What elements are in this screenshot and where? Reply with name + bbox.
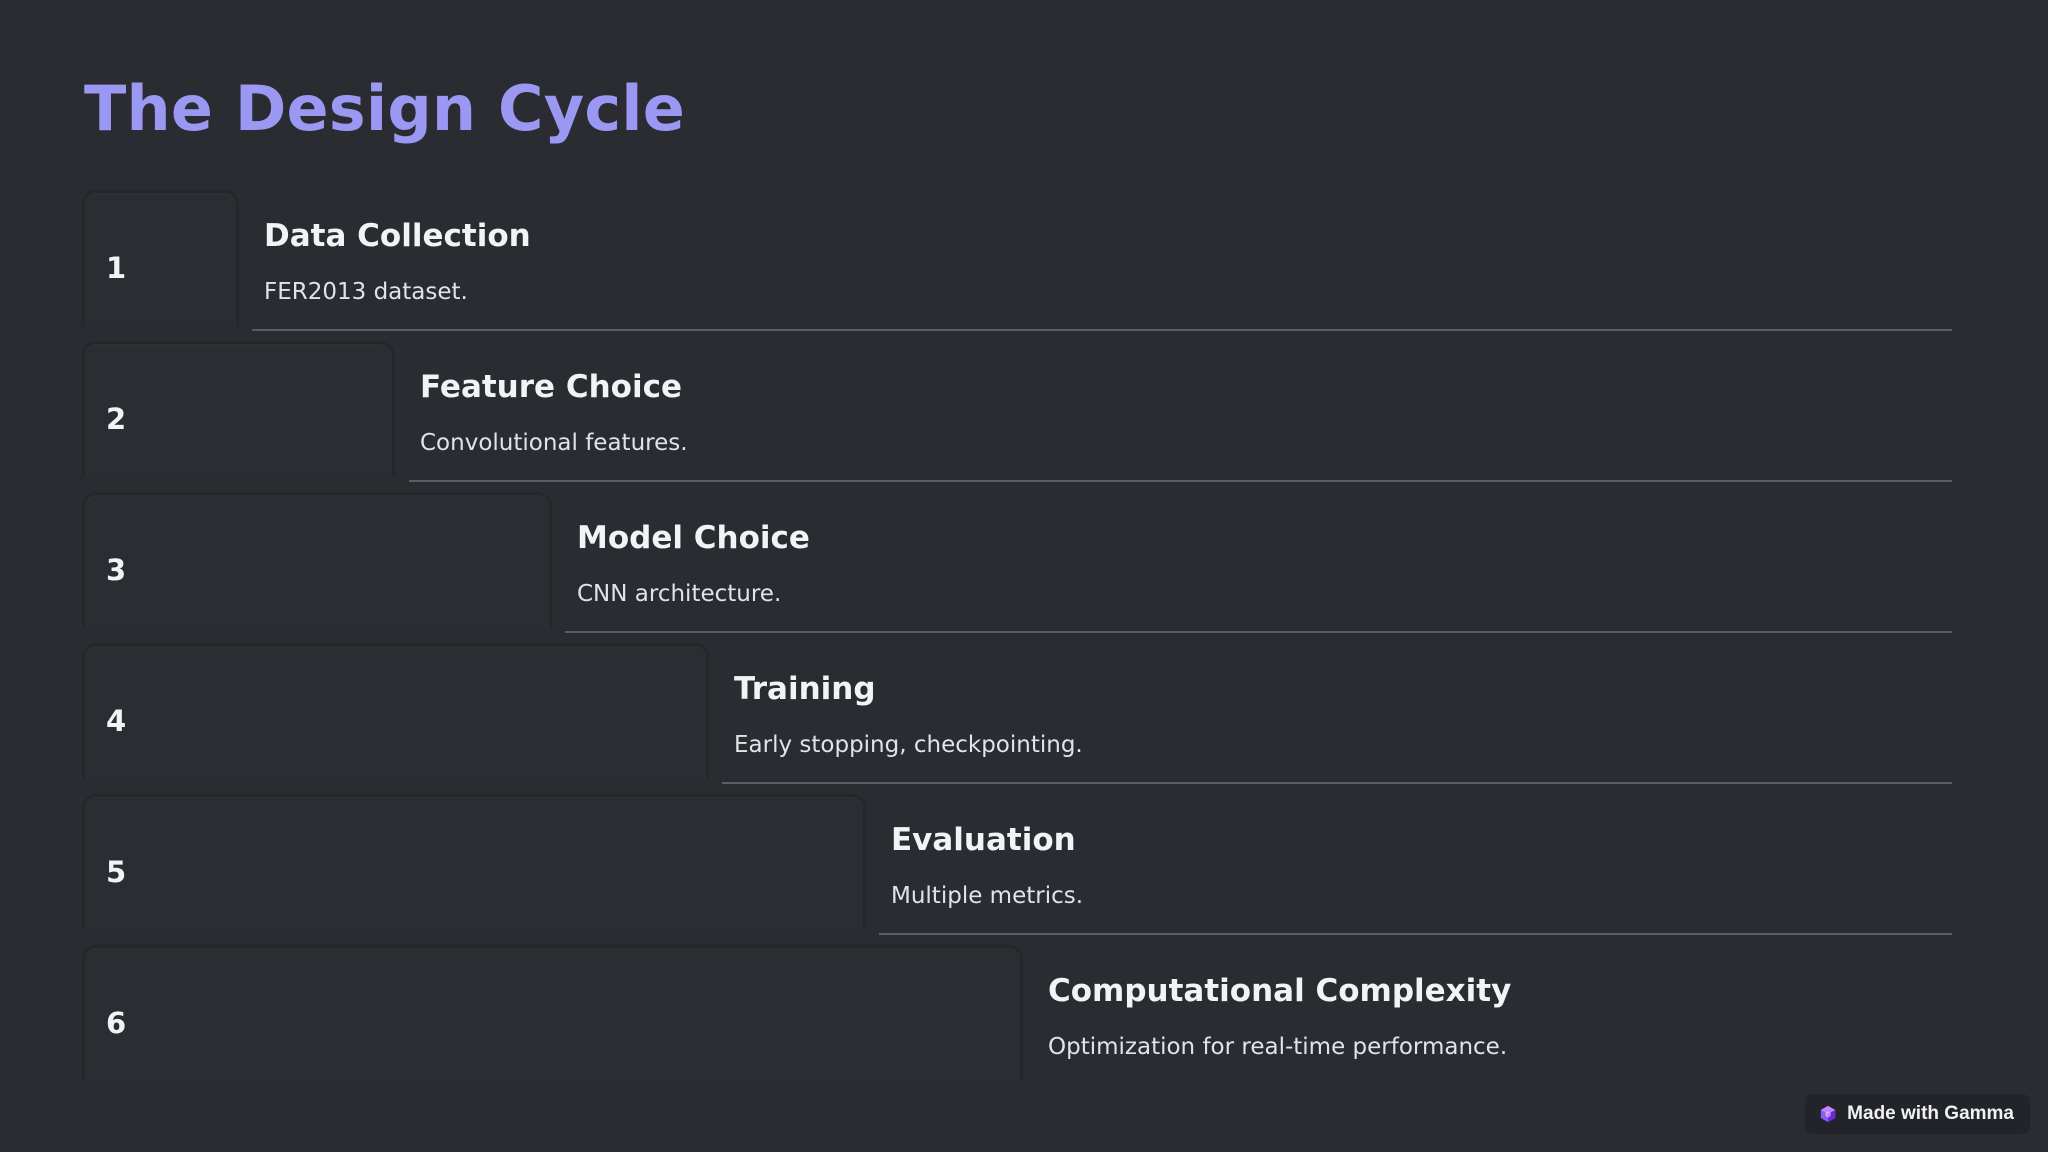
- step-number: 3: [106, 553, 127, 587]
- step-number-box: [82, 190, 239, 326]
- page-title: The Design Cycle: [84, 72, 686, 145]
- step-number: 4: [106, 704, 127, 738]
- step-number: 1: [106, 251, 127, 285]
- step-description: Multiple metrics.: [891, 883, 1084, 909]
- step-divider: [722, 782, 1952, 784]
- step-number-box: [82, 794, 866, 930]
- step-number-box: [82, 643, 709, 779]
- step-description: FER2013 dataset.: [264, 279, 468, 305]
- step-number-box: [82, 945, 1023, 1081]
- made-with-gamma-badge[interactable]: Made with Gamma: [1805, 1094, 2030, 1134]
- step-number: 6: [106, 1006, 127, 1040]
- step-description: CNN architecture.: [577, 581, 782, 607]
- step-number-box: [82, 341, 395, 477]
- step-title: Model Choice: [577, 520, 810, 556]
- step-title: Feature Choice: [420, 369, 683, 405]
- step-divider: [565, 631, 1952, 633]
- step-description: Early stopping, checkpointing.: [734, 732, 1083, 758]
- step-number-box: [82, 492, 552, 628]
- gamma-logo-icon: [1820, 1105, 1836, 1123]
- step-number: 5: [106, 855, 127, 889]
- step-number: 2: [106, 402, 127, 436]
- step-description: Convolutional features.: [420, 430, 688, 456]
- badge-label: Made with Gamma: [1847, 1103, 2014, 1124]
- step-description: Optimization for real-time performance.: [1048, 1034, 1508, 1060]
- step-title: Computational Complexity: [1048, 973, 1512, 1009]
- step-divider: [879, 933, 1952, 935]
- step-title: Evaluation: [891, 822, 1076, 858]
- step-divider: [252, 329, 1952, 331]
- step-title: Data Collection: [264, 218, 531, 254]
- step-divider: [409, 480, 1952, 482]
- step-title: Training: [734, 671, 876, 707]
